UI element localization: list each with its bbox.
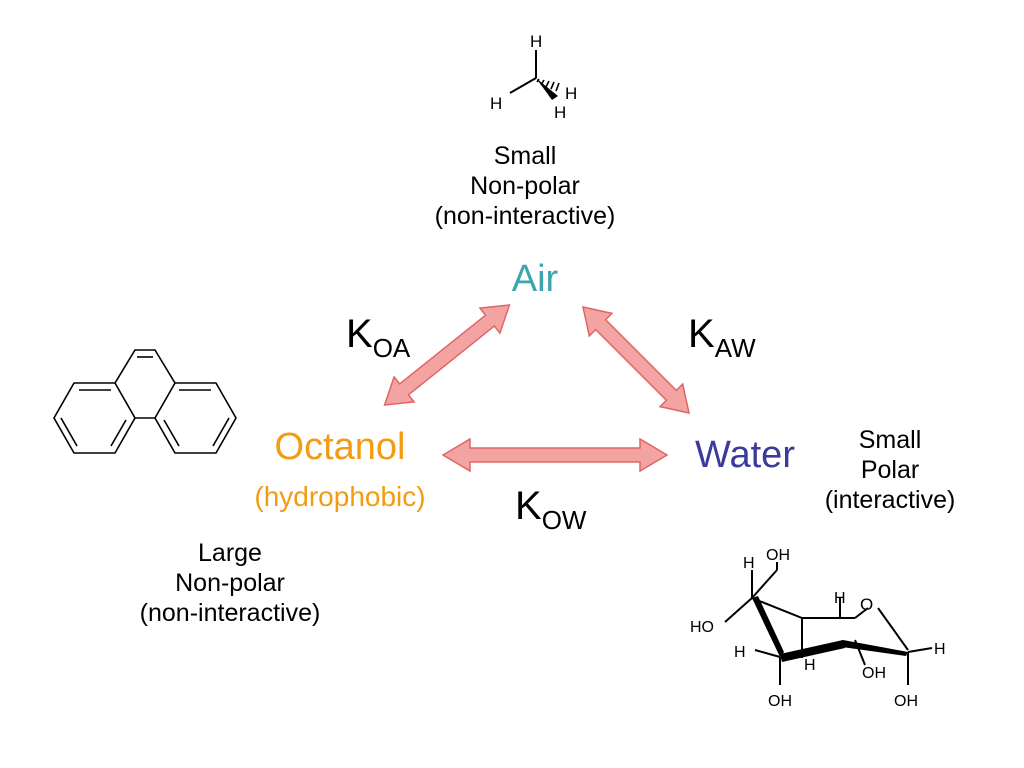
koa-label: KOA: [346, 310, 410, 364]
kow-subscript: OW: [541, 505, 587, 535]
sugar-h-ring-top: H: [834, 590, 846, 607]
water-descriptor-line-1: Small: [858, 426, 922, 454]
methane-h-bottom: H: [554, 103, 566, 122]
koa-k: K: [346, 312, 373, 356]
sugar-h-mid: H: [804, 657, 816, 674]
phenanthrene-molecule: [53, 349, 237, 454]
octanol-label: Octanol: [274, 426, 406, 468]
methane-h-right: H: [565, 84, 577, 103]
octanol-descriptor-line-2: Non-polar: [175, 569, 285, 597]
sugar-o-ring: O: [860, 595, 873, 614]
octanol-descriptor-line-3: (non-interactive): [139, 599, 321, 627]
glucose-molecule: H OH H O HO H H OH H OH OH: [690, 547, 946, 710]
octanol-descriptor: Large Non-polar (non-interactive): [100, 538, 360, 628]
sugar-oh-top: OH: [766, 547, 790, 564]
air-label: Air: [511, 258, 559, 300]
sugar-oh-bottom-left: OH: [768, 693, 792, 710]
kaw-subscript: AW: [714, 333, 756, 363]
koa-subscript: OA: [372, 333, 411, 363]
kaw-label: KAW: [688, 310, 756, 364]
sugar-ho-left: HO: [690, 619, 714, 636]
sugar-oh-mid: OH: [862, 665, 886, 682]
water-descriptor-line-3: (interactive): [824, 486, 956, 514]
sugar-h-right: H: [934, 641, 946, 658]
air-descriptor-line-1: Small: [493, 142, 557, 170]
air-descriptor-line-3: (non-interactive): [434, 202, 616, 230]
methane-h-top: H: [530, 32, 542, 51]
arrow-kaw: [581, 305, 691, 415]
sugar-h-left: H: [734, 644, 746, 661]
kaw-k: K: [688, 312, 715, 356]
water-descriptor: Small Polar (interactive): [790, 425, 990, 515]
kow-k: K: [515, 484, 542, 528]
kow-label: KOW: [515, 482, 586, 536]
air-descriptor-line-2: Non-polar: [470, 172, 580, 200]
methane-molecule: H H H H: [490, 32, 577, 122]
octanol-descriptor-line-1: Large: [198, 539, 262, 567]
octanol-note: (hydrophobic): [254, 481, 426, 512]
air-descriptor: Small Non-polar (non-interactive): [395, 141, 655, 231]
water-label: Water: [695, 434, 795, 476]
arrow-koa: [383, 304, 511, 406]
water-descriptor-line-2: Polar: [860, 456, 920, 484]
methane-h-left: H: [490, 94, 502, 113]
sugar-oh-bottom-right: OH: [894, 693, 918, 710]
arrow-kow: [441, 437, 669, 473]
sugar-h-top-left: H: [743, 555, 755, 572]
